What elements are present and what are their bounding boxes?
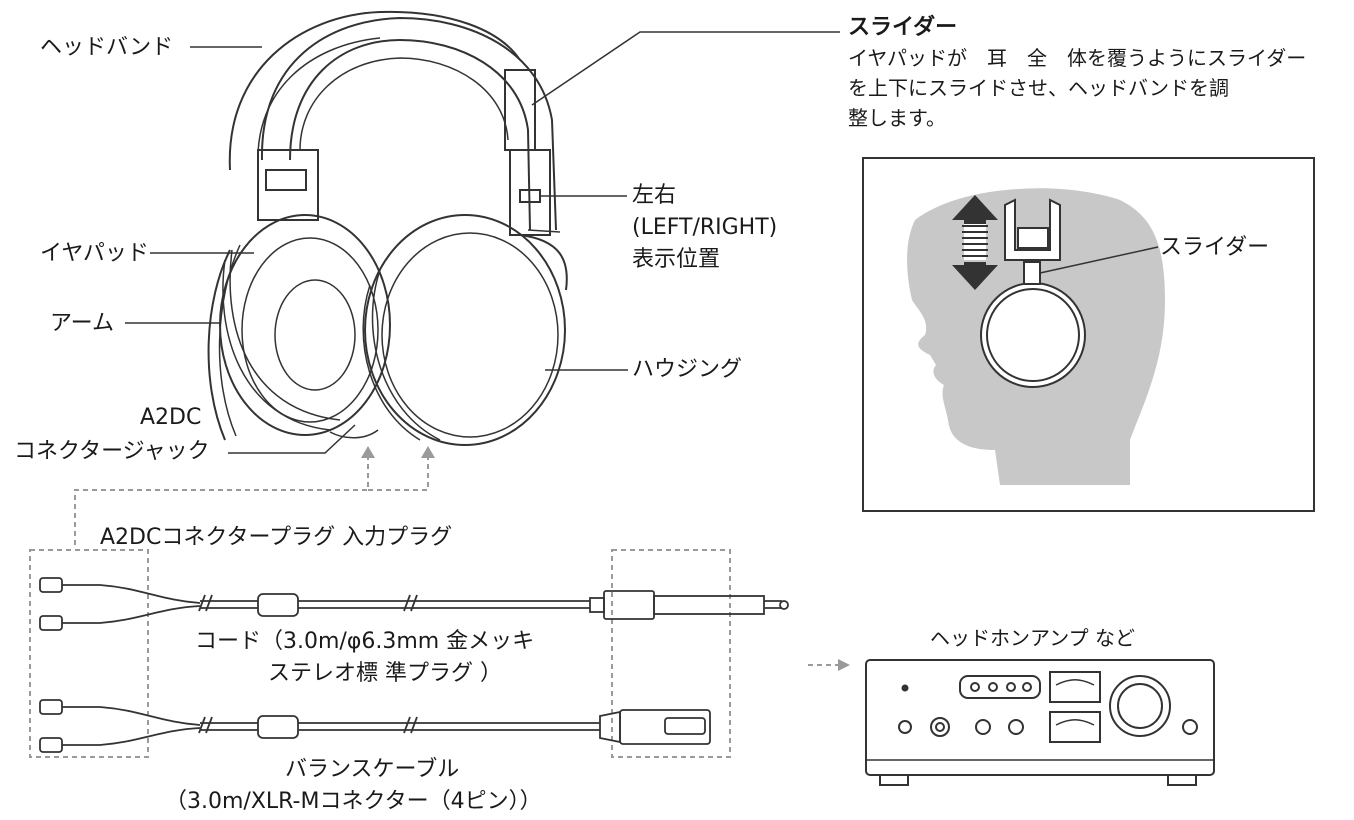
label-lr-3: 表示位置 — [632, 246, 720, 274]
label-a2dc-2: コネクタージャック — [14, 438, 210, 466]
label-slider-desc-1: イヤパッドが 耳 全 体を覆うようにスライダー — [848, 44, 1306, 72]
cable-2 — [40, 700, 710, 752]
leader-slider — [532, 32, 840, 105]
label-slider-title: スライダー — [848, 14, 957, 42]
label-slider-desc-3: 整します。 — [848, 104, 946, 132]
label-cord-2: ステレオ標 準プラグ ） — [268, 660, 502, 688]
headphone-illustration — [209, 12, 567, 445]
label-plug: A2DCコネクタープラグ 入力プラグ — [100, 524, 452, 552]
label-housing: ハウジング — [632, 356, 742, 384]
inset-frame — [862, 157, 1315, 512]
cable-1 — [40, 578, 788, 630]
label-balance-1: バランスケーブル — [285, 756, 459, 784]
label-earpad: イヤパッド — [40, 240, 149, 268]
label-arm: アーム — [50, 310, 114, 338]
label-slider-desc-2: を上下にスライドさせ、ヘッドバンドを調 — [848, 74, 1229, 102]
amplifier-illustration — [866, 660, 1214, 785]
label-lr-2: (LEFT/RIGHT) — [632, 214, 777, 242]
label-cord-1: コード（3.0m/φ6.3mm 金メッキ — [195, 628, 534, 656]
leader-a2dc — [228, 425, 355, 453]
label-inset-slider: スライダー — [1160, 234, 1269, 262]
leader-lines — [125, 32, 840, 453]
label-lr-1: 左右 — [632, 182, 676, 210]
label-headband: ヘッドバンド — [40, 34, 173, 62]
label-a2dc-1: A2DC — [140, 404, 201, 432]
label-balance-2: （3.0m/XLR-Mコネクター（4ピン）） — [165, 788, 542, 816]
label-amp: ヘッドホンアンプ など — [930, 624, 1135, 652]
